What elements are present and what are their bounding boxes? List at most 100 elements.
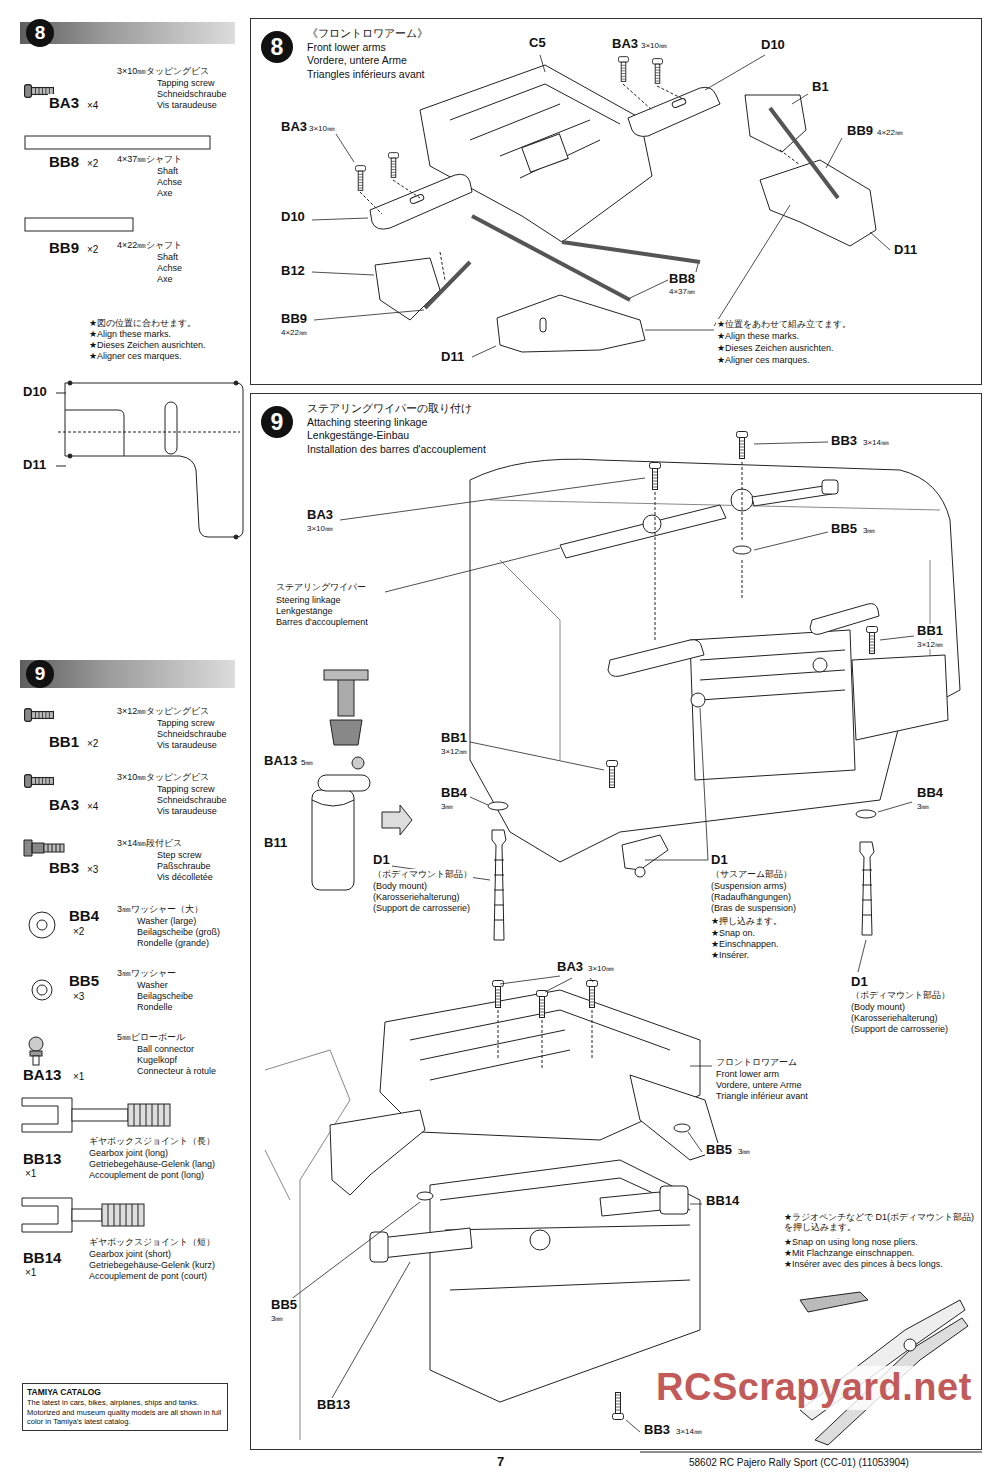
part-code: BB8 [668, 272, 696, 287]
steering-linkage-drawing-part [382, 805, 412, 835]
sidebar-parts-9-part [44, 844, 64, 852]
part-description: Vis taraudeuse [156, 740, 218, 750]
size-spec: 3×14㎜ [862, 438, 890, 447]
gearbox-joint-drawing-part [613, 1393, 624, 1420]
steering-linkage-drawing-part [852, 655, 948, 740]
part-description: 3×14㎜段付ビス [116, 838, 183, 848]
part-description: Vis taraudeuse [156, 100, 218, 110]
gearbox-joint-drawing-part [265, 1050, 350, 1440]
steering-linkage-drawing-part [488, 802, 508, 810]
steering-linkage-drawing-part [494, 860, 504, 920]
part-description: (Body mount) [372, 881, 428, 891]
part-description: フロントロワアーム [715, 1057, 798, 1067]
gearbox-joint-drawing-part [440, 1178, 690, 1290]
front-lower-arm-drawing-part [312, 55, 890, 357]
assembly-note: ★Snap on using long nose pliers. [783, 1237, 919, 1247]
assembly-note: ★Aligner ces marques. [88, 351, 183, 361]
part-description: 3㎜ワッシャー（大） [116, 904, 204, 914]
steering-linkage-drawing-part [492, 830, 506, 940]
sidebar-parts-9-part [25, 775, 54, 788]
part-description: Axe [156, 274, 174, 284]
part-description: Front lower arm [715, 1069, 780, 1079]
assembly-note: ★Mit Flachzange einschnappen. [783, 1248, 915, 1258]
sidebar-parts-8-part [65, 383, 243, 537]
part-description: 5㎜ピローボール [116, 1032, 186, 1042]
step-band: 9 [20, 660, 235, 688]
gearbox-joint-drawing-part [660, 1186, 688, 1214]
sidebar-parts-9-part [102, 1204, 144, 1226]
gearbox-joint-drawing-part [600, 1192, 662, 1216]
front-lower-arm-drawing-part [770, 108, 838, 198]
size-spec: 5㎜ [300, 758, 314, 767]
gearbox-joint-drawing-part [800, 1292, 868, 1312]
part-code: D11 [893, 243, 918, 258]
sidebar-parts-8-part [58, 432, 240, 433]
step-number: 8 [261, 31, 293, 63]
steering-linkage-drawing-part [352, 757, 364, 769]
part-description: Accouplement de pont (court) [88, 1271, 208, 1281]
page-frame [640, 1452, 982, 1453]
quantity: ×2 [86, 738, 99, 750]
assembly-note: ★Dieses Zeichen ausrichten. [716, 343, 835, 353]
quantity: ×4 [86, 801, 99, 813]
quantity: ×1 [24, 1267, 37, 1279]
front-lower-arm-drawing-part [628, 87, 720, 136]
sidebar-parts-9-part [108, 1204, 138, 1226]
gearbox-joint-drawing-part [537, 991, 548, 1018]
size-spec: 4×37㎜ [668, 287, 696, 296]
part-description: 4×37㎜シャフト [116, 154, 183, 164]
sidebar-parts-8-part [234, 535, 238, 539]
part-code: BB4 [68, 907, 100, 924]
part-description: 3㎜ワッシャー [116, 968, 177, 978]
part-description: Gearbox joint (short) [88, 1249, 172, 1259]
front-lower-arm-drawing-part [360, 84, 800, 280]
assembly-note: ★Align these marks. [88, 329, 172, 339]
page-frame-part [640, 1452, 982, 1453]
steering-linkage-drawing-part [860, 842, 874, 935]
size-spec: 3×10㎜ [306, 524, 334, 533]
size-spec: 3×10㎜ [640, 41, 668, 50]
part-code: BB9 [280, 312, 308, 327]
catalog-box: TAMIYA CATALOGThe latest in cars, bikes,… [22, 1383, 228, 1431]
sidebar-parts-8-part [68, 381, 72, 385]
part-code: BB8 [48, 153, 80, 170]
part-code: BB13 [22, 1150, 62, 1167]
part-description: Washer [136, 980, 169, 990]
part-description: Washer (large) [136, 916, 197, 926]
assembly-note: ★位置をあわせて組み立てます。 [716, 319, 852, 329]
steering-linkage-drawing-part [470, 459, 960, 862]
front-lower-arm-drawing-part [375, 258, 440, 320]
front-lower-arm-drawing-part [409, 194, 424, 205]
size-spec: 4×22㎜ [280, 328, 308, 337]
steering-linkage-drawing-part [700, 650, 845, 700]
sidebar-parts-9-part [72, 1109, 128, 1121]
gearbox-joint-drawing-part [370, 1232, 388, 1262]
steering-linkage-drawing-part [737, 432, 748, 459]
steering-linkage-drawing-part [752, 485, 832, 506]
steering-linkage-drawing-part [650, 463, 661, 490]
gearbox-joint-drawing-part [904, 1339, 916, 1351]
part-code: BA13 [22, 1066, 62, 1083]
part-code: BB5 [705, 1143, 733, 1158]
part-description: Vis taraudeuse [156, 806, 218, 816]
part-code: BA3 [556, 960, 584, 975]
sidebar-parts-9-part [25, 709, 54, 722]
box-heading: TAMIYA CATALOG [27, 1387, 223, 1398]
part-description: (Bras de suspension) [710, 903, 797, 913]
steering-linkage-drawing-part [338, 676, 354, 716]
part-description: Gearbox joint (long) [88, 1148, 169, 1158]
step-heading-line: Lenkgestänge-Einbau [307, 429, 486, 443]
sidebar-parts-9-part [22, 1198, 72, 1232]
gearbox-joint-drawing-part [493, 981, 504, 1008]
gearbox-joint-drawing-part [290, 976, 712, 1432]
steering-linkage-drawing-part [742, 462, 743, 600]
steering-linkage-drawing-part [867, 627, 878, 654]
part-description: (Suspension arms) [710, 881, 788, 891]
part-description: 3×10㎜タッピングビス [116, 66, 210, 76]
sidebar-parts-9-part [72, 1209, 102, 1221]
sidebar-parts-8-part [25, 136, 210, 149]
box-body: The latest in cars, bikes, airplanes, sh… [27, 1398, 223, 1427]
part-code: BB5 [270, 1298, 298, 1313]
step-heading: ステアリングワイパーの取り付けAttaching steering linkag… [307, 402, 486, 456]
